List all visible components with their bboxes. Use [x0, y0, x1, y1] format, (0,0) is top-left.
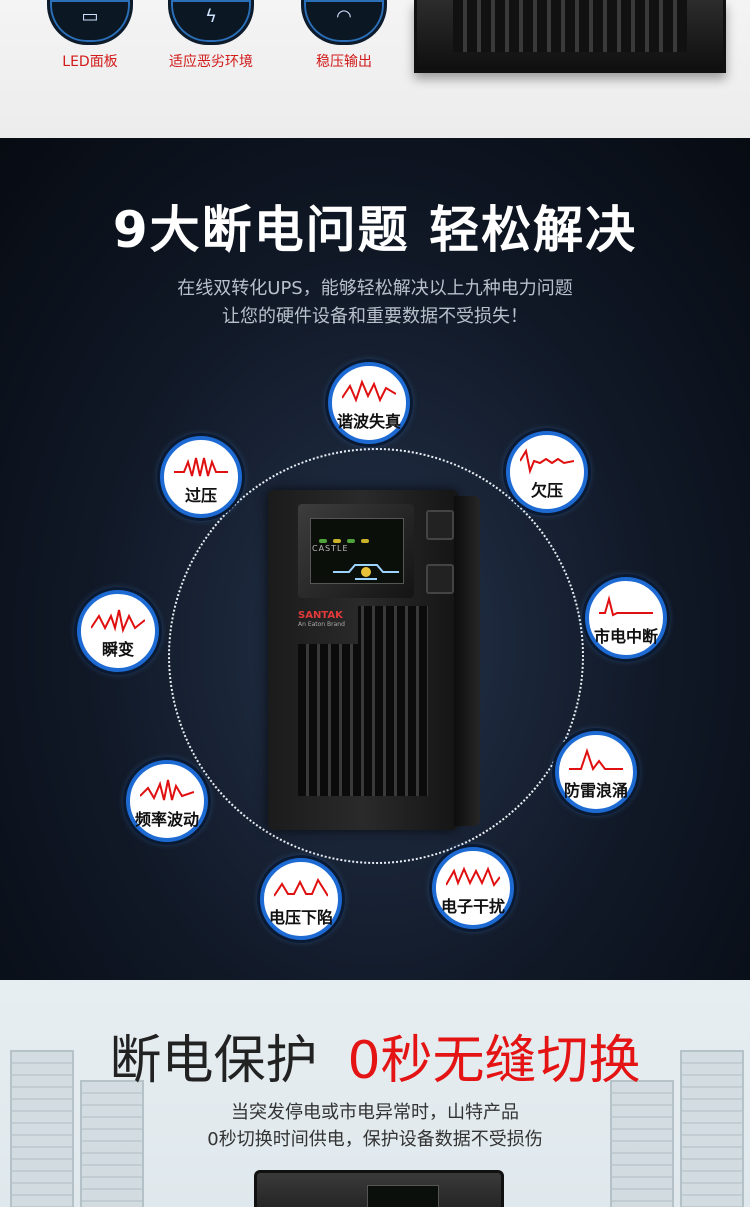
ups-model-label: CASTLE [312, 544, 349, 553]
waveform-icon [599, 595, 653, 617]
waveform-icon [520, 448, 574, 475]
waveform-icon [91, 609, 145, 634]
feature-label: LED面板 [62, 54, 118, 70]
switch-button [426, 564, 454, 594]
ups-control-panel [298, 504, 414, 598]
section-subtitle-line1: 在线双转化UPS，能够轻松解决以上九种电力问题 [177, 278, 573, 299]
waveform-icon [569, 747, 623, 772]
problem-harmonic-distortion: 谐波失真 [328, 362, 410, 444]
feature-label: 适应恶劣环境 [169, 54, 253, 70]
title-red-part: 0秒无缝切换 [347, 1031, 641, 1091]
waveform-icon [446, 866, 500, 888]
power-flow-icon [333, 564, 399, 580]
ups-brand-logo: SANTAK An Eaton Brand [298, 610, 345, 628]
section-headline: 9大断电问题 轻松解决 [112, 201, 638, 259]
dotted-orbit-ring [168, 448, 584, 864]
waveform-icon [274, 877, 328, 897]
server-rack-background [680, 1050, 744, 1207]
waveform-icon [342, 379, 396, 403]
server-rack-background [80, 1080, 144, 1207]
problem-lightning-surge: 防雷浪涌 [555, 731, 637, 813]
ups-device-image-bottom [254, 1170, 504, 1207]
switchover-subtitle-line2: 0秒切换时间供电，保护设备数据不受损伤 [207, 1129, 543, 1150]
server-rack-background [610, 1080, 674, 1207]
problem-frequency-fluctuation: 频率波动 [126, 760, 208, 842]
lightning-icon: ϟ [168, 0, 254, 45]
feature-label: 稳压输出 [316, 54, 372, 70]
waveform-icon [174, 457, 228, 477]
title-black-part: 断电保护 [109, 1031, 318, 1091]
server-rack-background [10, 1050, 74, 1207]
problem-power-outage: 市电中断 [585, 577, 667, 659]
switchover-subtitle-line1: 当突发停电或市电异常时，山特产品 [231, 1102, 519, 1123]
stable-output-icon: ◠ [301, 0, 387, 45]
problem-overvoltage: 过压 [160, 436, 242, 518]
top-feature-strip: ▭ LED面板 ϟ 适应恶劣环境 ◠ 稳压输出 [0, 0, 750, 138]
ups-device-image-top [414, 0, 726, 73]
power-button [426, 510, 454, 540]
problem-voltage-sag: 电压下陷 [260, 858, 342, 940]
feature-stable-output: ◠ 稳压输出 [284, 0, 404, 71]
led-panel-icon: ▭ [47, 0, 133, 45]
section-subtitle-line2: 让您的硬件设备和重要数据不受损失！ [222, 306, 528, 327]
switchover-title: 断电保护 0秒无缝切换 [0, 1018, 750, 1093]
problem-transient: 瞬变 [77, 590, 159, 672]
switchover-section: 断电保护 0秒无缝切换 当突发停电或市电异常时，山特产品 0秒切换时间供电，保护设… [0, 980, 750, 1207]
feature-led-panel: ▭ LED面板 [30, 0, 150, 71]
ups-lcd-screen [310, 518, 404, 584]
feature-harsh-environment: ϟ 适应恶劣环境 [151, 0, 271, 71]
problem-electronic-interference: 电子干扰 [432, 847, 514, 929]
waveform-icon [140, 779, 194, 801]
problem-undervoltage: 欠压 [506, 431, 588, 513]
ups-device-image: CASTLE SANTAK An Eaton Brand [268, 490, 480, 830]
power-problems-section: 9大断电问题 轻松解决 在线双转化UPS，能够轻松解决以上九种电力问题 让您的硬… [0, 138, 750, 980]
